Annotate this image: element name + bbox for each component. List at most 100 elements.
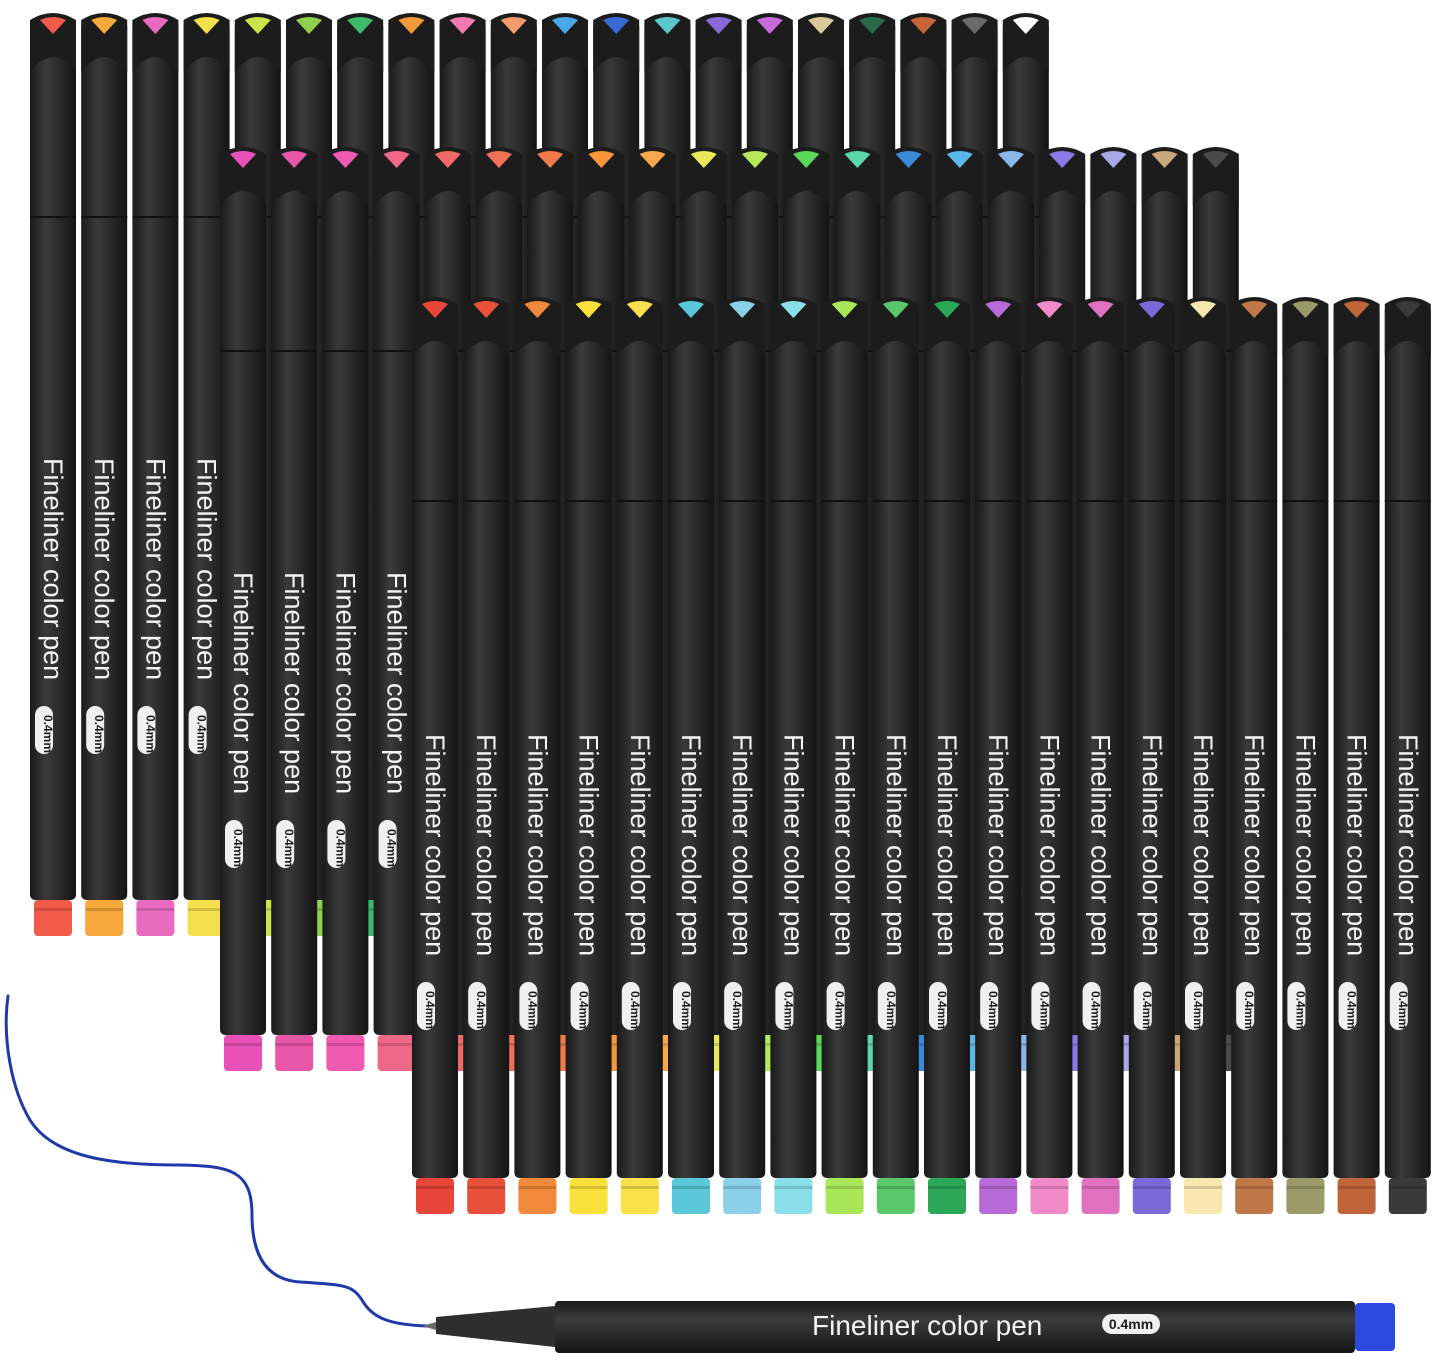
pen-end-cap-ring — [1388, 1186, 1427, 1189]
pen-label: Fineliner color pen — [625, 734, 655, 956]
pen-cap-color — [678, 301, 704, 318]
pen-size-text: 0.4mm — [1191, 991, 1205, 1029]
pen-size-badge — [35, 706, 53, 754]
pen-size-text: 0.4mm — [833, 991, 847, 1029]
pen-cap-color — [40, 17, 66, 34]
pen-size-text: 0.4mm — [333, 829, 347, 867]
pen-size-text: 0.4mm — [1089, 991, 1103, 1029]
pen-end-cap — [1235, 1178, 1274, 1214]
pen-end-cap — [1132, 1178, 1171, 1214]
pen-size-badge — [1185, 982, 1203, 1030]
pen-cap-clip — [821, 297, 868, 356]
lying-pen-size-badge — [1102, 1314, 1160, 1334]
pen-label: Fineliner color pen — [1239, 734, 1269, 956]
pen-end-cap-ring — [416, 1186, 454, 1189]
pen-label: Fineliner color pen — [574, 734, 604, 956]
pen-cap-clip — [951, 13, 998, 72]
pen-end-cap — [377, 1035, 416, 1071]
pen-barrel — [183, 22, 230, 900]
pen-cap-clip — [924, 297, 970, 356]
pen-cap-color — [422, 301, 448, 318]
pen-cap-color — [434, 151, 461, 168]
lying-pen-label: Fineliner color pen — [812, 1310, 1042, 1341]
pen-size-text: 0.4mm — [282, 829, 296, 867]
pen-cap-clip — [373, 147, 420, 206]
pen-size-badge — [1031, 982, 1050, 1030]
pen-end-cap — [1286, 1178, 1325, 1214]
pen-size-text: 0.4mm — [423, 991, 437, 1029]
pen-cap-color — [1241, 301, 1268, 318]
pen-cap-color — [808, 17, 834, 34]
pen-end-cap-ring — [326, 1043, 365, 1046]
pen-label: Fineliner color pen — [279, 572, 309, 794]
pen-size-badge — [188, 706, 207, 754]
pen-end-cap — [1337, 1178, 1376, 1214]
pen-size-badge — [327, 820, 346, 868]
pen-end-cap-ring — [672, 1186, 710, 1189]
pen-cap-color — [588, 151, 615, 168]
pen-size-badge — [1338, 982, 1357, 1030]
pen-cap-clip — [1039, 147, 1086, 206]
pen-barrel — [132, 22, 179, 900]
pen: Fineliner color pen 0.4mm — [271, 147, 318, 1071]
pen-cap-color — [690, 151, 717, 168]
pen-cap-clip — [1002, 13, 1049, 72]
pen-cap-clip — [872, 297, 919, 356]
pen-label: Fineliner color pen — [1393, 734, 1423, 956]
pen-cap-color — [347, 17, 374, 34]
pen-end-cap — [34, 900, 72, 936]
pen-cap-color — [142, 17, 169, 34]
pen-barrel — [975, 306, 1022, 1178]
pen-cap-clip — [1141, 147, 1188, 206]
pen-cap-clip — [183, 13, 230, 72]
pen-cap-color — [1012, 17, 1039, 34]
pen-end-cap — [326, 1035, 365, 1071]
pen-end-cap-ring — [825, 1186, 864, 1189]
pen-barrel — [412, 306, 458, 1178]
pen-size-text: 0.4mm — [385, 829, 399, 867]
pen-end-cap-ring — [1184, 1186, 1222, 1189]
pen-cap-clip — [322, 147, 369, 206]
pen-size-badge — [225, 820, 243, 868]
pen-cap-clip — [629, 147, 676, 206]
pen-barrel — [616, 306, 663, 1178]
pen-label: Fineliner color pen — [1342, 734, 1372, 956]
pen-label: Fineliner color pen — [727, 734, 757, 956]
pen-size-text: 0.4mm — [1037, 991, 1051, 1029]
pen-cap-color — [626, 301, 653, 318]
pen-size-text: 0.4mm — [474, 991, 488, 1029]
lying-pen: Fineliner color pen 0.4mm — [422, 1301, 1395, 1353]
pen-cap-clip — [1180, 297, 1226, 356]
pen-end-cap-ring — [876, 1186, 915, 1189]
pen-size-badge — [1236, 982, 1255, 1030]
pen-size-text: 0.4mm — [195, 715, 209, 753]
pen-cap-color — [934, 301, 960, 318]
pen-barrel — [1180, 306, 1226, 1178]
pen-cap-clip — [220, 147, 266, 206]
pen-cap-clip — [885, 147, 932, 206]
pen-size-badge — [877, 982, 896, 1030]
pen-size-badge — [1287, 982, 1306, 1030]
pen-cap-color — [552, 17, 578, 34]
pen-cap-color — [383, 151, 410, 168]
pen-size-text: 0.4mm — [231, 829, 245, 867]
pen-cap-clip — [514, 297, 561, 356]
ink-scribble — [4, 994, 430, 1328]
pen-barrel — [30, 22, 76, 900]
pen-size-text: 0.4mm — [679, 991, 693, 1029]
pen-size-text: 0.4mm — [781, 991, 795, 1029]
pen-end-cap-ring — [569, 1186, 608, 1189]
pen-size-badge — [519, 982, 538, 1030]
pen-cap-color — [524, 301, 551, 318]
